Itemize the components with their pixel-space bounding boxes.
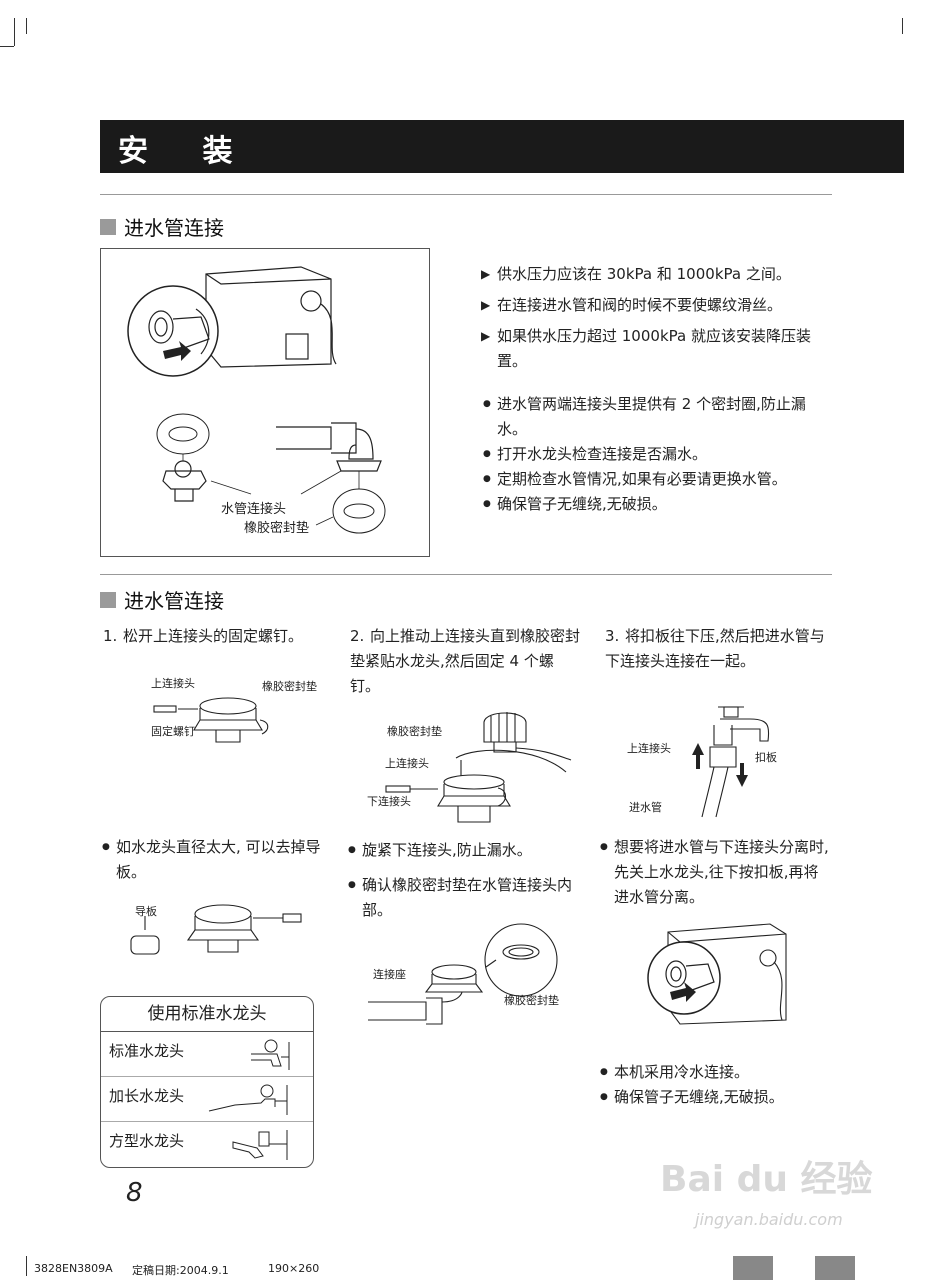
faucet-table-title: 使用标准水龙头 [101, 997, 313, 1032]
footer-code: 3828EN3809A [34, 1262, 113, 1275]
crop-mark [14, 18, 15, 46]
crop-mark [26, 1256, 27, 1276]
connector-label: 水管连接头 [221, 502, 287, 517]
note-item: 如果供水压力超过 1000kPa 就应该安装降压装置。 [481, 324, 833, 374]
section-square-icon [100, 218, 116, 235]
guide-label: 导板 [135, 905, 157, 918]
connector-seat-label: 连接座 [373, 968, 406, 981]
note-item: 定期检查水管情况,如果有必要请更换水管。 [481, 467, 833, 492]
page-number: 8 [126, 1178, 143, 1208]
note-item: 确认橡胶密封垫在水管连接头内部。 [346, 873, 586, 923]
faucet-row: 标准水龙头 [101, 1032, 313, 1077]
color-bar [815, 1256, 855, 1280]
faucet-row: 加长水龙头 [101, 1077, 313, 1122]
step1-notes: 如水龙头直径太大, 可以去掉导板。 [100, 835, 332, 885]
faucet-row-label: 方型水龙头 [109, 1132, 185, 1150]
standard-faucet-table: 使用标准水龙头 标准水龙头 加长水龙头 方型水龙头 [100, 996, 314, 1168]
step3-illustration [692, 706, 770, 818]
page-header-bar: 安 装 [100, 120, 904, 173]
step1-number: 1. [103, 627, 118, 645]
section-square-icon [100, 591, 116, 608]
extended-faucet-icon [208, 1084, 288, 1115]
faucet-row: 方型水龙头 [101, 1122, 313, 1166]
note-item: 打开水龙头检查连接是否漏水。 [481, 442, 833, 467]
step3-text: 将扣板往下压,然后把进水管与下连接头连接在一起。 [605, 627, 825, 670]
step3-washer-illustration [647, 923, 787, 1025]
section2-heading: 进水管连接 [100, 585, 224, 614]
lower-connector-label: 下连接头 [367, 795, 411, 808]
step2-notes: 旋紧下连接头,防止漏水。 确认橡胶密封垫在水管连接头内部。 [346, 838, 586, 923]
step1-illustration [153, 697, 269, 743]
step3: 3.将扣板往下压,然后把进水管与下连接头连接在一起。 [605, 624, 833, 674]
step2-text: 向上推动上连接头直到橡胶密封垫紧贴水龙头,然后固定 4 个螺钉。 [350, 627, 581, 695]
section1-figure: 水管连接头 橡胶密封垫 [100, 248, 430, 557]
faucet-row-label: 标准水龙头 [109, 1042, 185, 1060]
crop-mark [26, 18, 27, 34]
step1-text: 松开上连接头的固定螺钉。 [123, 627, 304, 645]
screw-label: 固定螺钉 [151, 725, 195, 738]
watermark-logo: Bai du 经验 [660, 1159, 873, 1200]
footer-size: 190×260 [268, 1262, 320, 1275]
upper-connector-label: 上连接头 [385, 757, 429, 770]
step3-number: 3. [605, 627, 620, 645]
section1-triangle-notes: 供水压力应该在 30kPa 和 1000kPa 之间。 在连接进水管和阀的时候不… [481, 262, 833, 374]
note-item: 旋紧下连接头,防止漏水。 [346, 838, 586, 863]
lever-label: 扣板 [755, 751, 777, 764]
gasket-label: 橡胶密封垫 [504, 994, 559, 1007]
color-bar [733, 1256, 773, 1280]
crop-mark [0, 46, 14, 47]
note-item: 进水管两端连接头里提供有 2 个密封圈,防止漏水。 [481, 392, 833, 442]
step2: 2.向上推动上连接头直到橡胶密封垫紧贴水龙头,然后固定 4 个螺钉。 [350, 624, 580, 699]
upper-connector-label: 上连接头 [151, 677, 195, 690]
step2-illustration [385, 712, 572, 823]
gasket-label: 橡胶密封垫 [387, 725, 442, 738]
note-item: 供水压力应该在 30kPa 和 1000kPa 之间。 [481, 262, 833, 287]
gasket-label: 橡胶密封垫 [262, 680, 317, 693]
step1: 1. 松开上连接头的固定螺钉。 [103, 624, 333, 649]
hose-label: 进水管 [629, 801, 662, 814]
note-item: 本机采用冷水连接。 [598, 1060, 833, 1085]
upper-connector-label: 上连接头 [627, 742, 671, 755]
gasket-label: 橡胶密封垫 [244, 521, 310, 536]
square-faucet-icon [232, 1130, 288, 1160]
section1-heading-text: 进水管连接 [124, 216, 224, 240]
note-item: 想要将进水管与下连接头分离时,先关上水龙头,往下按扣板,再将进水管分离。 [598, 835, 833, 910]
step3-notes: 想要将进水管与下连接头分离时,先关上水龙头,往下按扣板,再将进水管分离。 [598, 835, 833, 910]
faucet-row-label: 加长水龙头 [109, 1087, 185, 1105]
step2-number: 2. [350, 627, 365, 645]
page-title: 安 装 [118, 134, 255, 169]
divider [100, 194, 832, 195]
step2-gasket-illustration [368, 923, 558, 1025]
watermark-url: jingyan.baidu.com [695, 1210, 843, 1229]
note-item: 确保管子无缠绕,无破损。 [598, 1085, 833, 1110]
section1-dot-notes: 进水管两端连接头里提供有 2 个密封圈,防止漏水。 打开水龙头检查连接是否漏水。… [481, 392, 833, 517]
footer-date: 定稿日期:2004.9.1 [132, 1264, 229, 1277]
note-item: 如水龙头直径太大, 可以去掉导板。 [100, 835, 332, 885]
step3-bottom-notes: 本机采用冷水连接。 确保管子无缠绕,无破损。 [598, 1060, 833, 1110]
standard-faucet-icon [251, 1039, 290, 1070]
guide-plate-illustration [130, 904, 302, 955]
section2-heading-text: 进水管连接 [124, 589, 224, 613]
crop-mark [902, 18, 903, 34]
note-item: 确保管子无缠绕,无破损。 [481, 492, 833, 517]
divider [100, 574, 832, 575]
section1-heading: 进水管连接 [100, 212, 224, 241]
washer-hose-illustration [127, 266, 386, 534]
note-item: 在连接进水管和阀的时候不要使螺纹滑丝。 [481, 293, 833, 318]
